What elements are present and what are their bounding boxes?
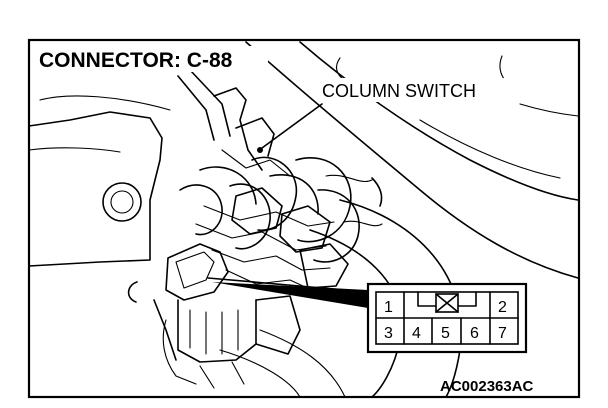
component-label: COLUMN SWITCH (322, 81, 476, 101)
pin-label-7: 7 (498, 325, 507, 342)
pin-label-2: 2 (498, 299, 507, 316)
pin-label-4: 4 (412, 325, 421, 342)
pin-label-6: 6 (470, 325, 479, 342)
figure-code: AC002363AC (440, 378, 534, 395)
pin-label-3: 3 (384, 325, 393, 342)
connector-title: CONNECTOR: C-88 (39, 49, 233, 72)
pin-label-1: 1 (384, 299, 393, 316)
pin-label-5: 5 (441, 325, 450, 342)
connector-face (366, 282, 528, 354)
